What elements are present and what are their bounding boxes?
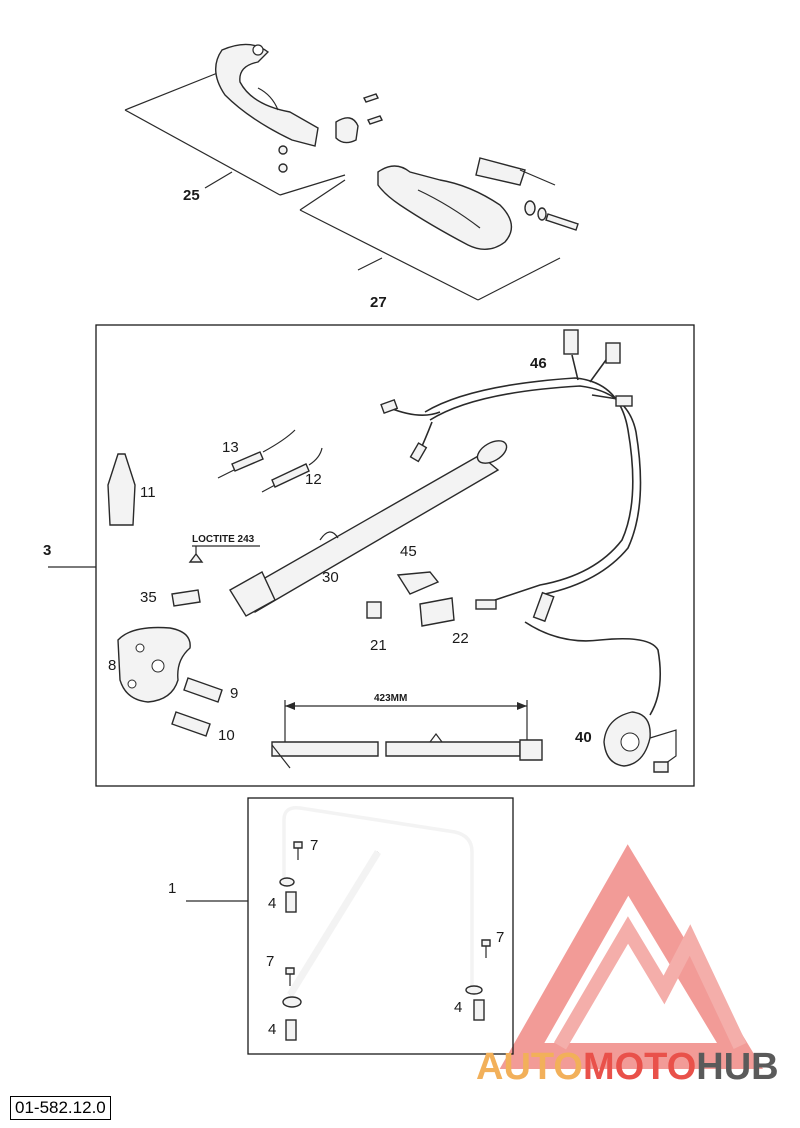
callout-40: 40 bbox=[575, 729, 592, 746]
wiring-harness bbox=[380, 329, 662, 716]
dimension-line bbox=[284, 700, 528, 745]
callout-46: 46 bbox=[530, 355, 547, 372]
callout-7-c: 7 bbox=[266, 953, 274, 970]
handguard-group bbox=[124, 43, 579, 301]
dimension-label: 423MM bbox=[374, 693, 407, 704]
callout-4-c: 4 bbox=[268, 1021, 276, 1038]
bolt-9 bbox=[183, 677, 223, 703]
callout-22: 22 bbox=[452, 630, 469, 647]
side-stand bbox=[229, 440, 508, 617]
loctite-label: LOCTITE 243 bbox=[192, 534, 255, 545]
callout-7-b: 7 bbox=[496, 929, 504, 946]
callout-7-a: 7 bbox=[310, 837, 318, 854]
sensor bbox=[603, 711, 677, 773]
watermark-part-hub: HUB bbox=[696, 1046, 779, 1088]
callout-12: 12 bbox=[305, 471, 322, 488]
handguard-right bbox=[377, 165, 513, 250]
callout-21: 21 bbox=[370, 637, 387, 654]
relay-21 bbox=[366, 601, 382, 619]
frame-box bbox=[247, 797, 514, 1055]
handguard-left bbox=[215, 43, 319, 147]
callout-9: 9 bbox=[230, 685, 238, 702]
callout-8: 8 bbox=[108, 657, 116, 674]
callout-45: 45 bbox=[400, 543, 417, 560]
callout-3: 3 bbox=[43, 542, 51, 559]
watermark-part-moto: MOTO bbox=[582, 1046, 697, 1088]
watermark-text: AUTOMOTOHUB bbox=[476, 1046, 779, 1089]
callout-27: 27 bbox=[370, 294, 387, 311]
watermark-part-auto: AUTO bbox=[476, 1046, 583, 1088]
bracket-45 bbox=[396, 571, 440, 595]
kit-box bbox=[95, 324, 695, 787]
callout-35: 35 bbox=[140, 589, 157, 606]
callout-25: 25 bbox=[183, 187, 200, 204]
callout-30: 30 bbox=[322, 569, 339, 586]
watermark-logo bbox=[499, 844, 764, 1069]
callout-1: 1 bbox=[168, 880, 176, 897]
callout-13: 13 bbox=[222, 439, 239, 456]
bolt-35 bbox=[171, 589, 201, 607]
document-number: 01-582.12.0 bbox=[10, 1096, 111, 1120]
connector-22 bbox=[419, 597, 455, 627]
fasteners bbox=[285, 841, 491, 1041]
callout-10: 10 bbox=[218, 727, 235, 744]
stand-frame bbox=[279, 806, 483, 1008]
callout-4-b: 4 bbox=[454, 999, 462, 1016]
loctite-tube bbox=[107, 453, 136, 526]
callout-4-a: 4 bbox=[268, 895, 276, 912]
bolt-10 bbox=[171, 711, 211, 737]
springs bbox=[217, 429, 323, 493]
clamp bbox=[335, 117, 359, 144]
callout-11: 11 bbox=[140, 484, 156, 501]
rod bbox=[271, 733, 543, 769]
